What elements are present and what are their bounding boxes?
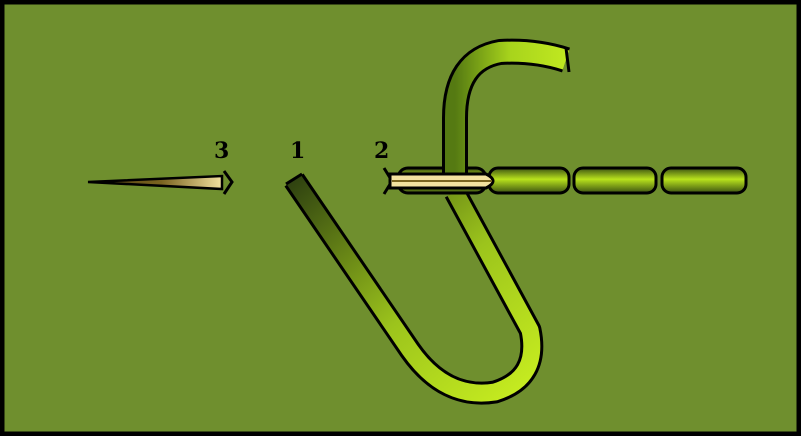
completed-stitch-2 bbox=[574, 168, 656, 193]
step-label-2: 2 bbox=[374, 138, 389, 164]
step-label-3: 3 bbox=[214, 138, 229, 164]
completed-stitch-1 bbox=[489, 168, 569, 193]
diagram-background bbox=[2, 2, 799, 434]
step-label-1: 1 bbox=[290, 138, 305, 164]
completed-stitch-3 bbox=[662, 168, 746, 193]
